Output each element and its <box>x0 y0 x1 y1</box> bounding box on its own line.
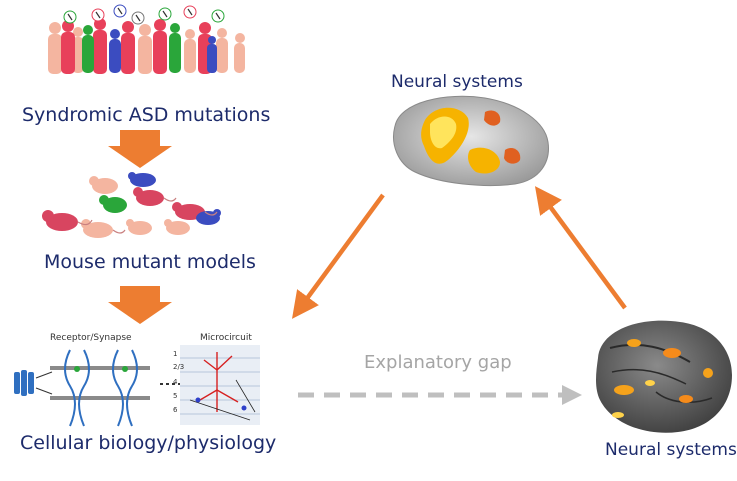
label-neural-systems-right: Neural systems <box>605 440 737 460</box>
svg-text:6: 6 <box>173 406 178 414</box>
arrow-to-cellular <box>292 193 385 319</box>
label-microcircuit: Microcircuit <box>200 333 252 343</box>
svg-text:5: 5 <box>173 392 177 400</box>
svg-text:4: 4 <box>173 378 178 386</box>
mouse-brain-illustration <box>393 95 549 186</box>
mice-illustration <box>42 172 221 238</box>
label-cellular-biology: Cellular biology/physiology <box>20 432 277 454</box>
label-syndromic-asd: Syndromic ASD mutations <box>22 104 271 126</box>
arrow-to-mouse-brain <box>534 186 627 310</box>
label-explanatory-gap: Explanatory gap <box>364 352 512 373</box>
svg-text:1: 1 <box>173 350 177 358</box>
receptor-synapse-illustration <box>14 349 150 427</box>
label-neural-systems-top: Neural systems <box>391 72 523 92</box>
down-arrow-1 <box>108 130 172 168</box>
human-brain-illustration <box>596 320 732 433</box>
label-mouse-models: Mouse mutant models <box>44 251 256 273</box>
label-receptor-synapse: Receptor/Synapse <box>50 333 132 343</box>
svg-text:2/3: 2/3 <box>173 363 184 371</box>
microcircuit-illustration: 1 2/3 4 5 6 <box>173 345 260 425</box>
down-arrow-2 <box>108 286 172 324</box>
people-crowd-illustration <box>48 4 245 74</box>
